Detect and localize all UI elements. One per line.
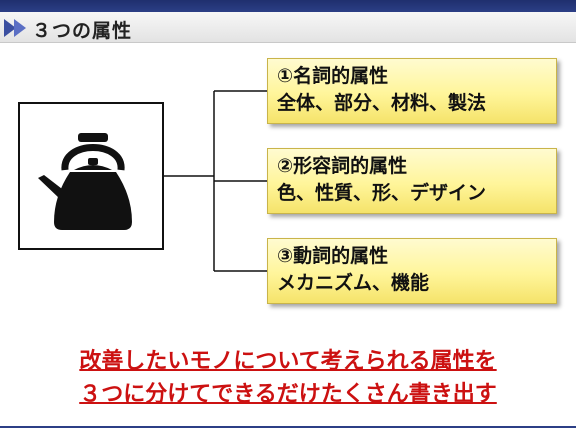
attribute-box-noun: ①名詞的属性 全体、部分、材料、製法 — [267, 58, 557, 124]
attribute-examples: 全体、部分、材料、製法 — [277, 92, 487, 114]
title-bar — [0, 12, 576, 43]
conclusion-line-1: 改善したいモノについて考えられる属性を — [79, 349, 497, 374]
attribute-examples: メカニズム、機能 — [277, 272, 430, 294]
kettle-icon — [38, 133, 132, 230]
kettle-image-frame — [18, 102, 164, 250]
attribute-box-verb: ③動詞的属性 メカニズム、機能 — [267, 238, 557, 304]
attribute-heading: ③動詞的属性 — [277, 245, 389, 267]
attribute-examples: 色、性質、形、デザイン — [277, 182, 487, 204]
slide-title: ３つの属性 — [32, 20, 133, 42]
footer-rule — [0, 426, 576, 428]
double-chevron-icon — [4, 19, 26, 37]
conclusion-line-2: ３つに分けてできるだけたくさん書き出す — [79, 382, 497, 407]
attribute-box-adjective: ②形容詞的属性 色、性質、形、デザイン — [267, 148, 557, 214]
attribute-heading: ①名詞的属性 — [277, 65, 389, 87]
attribute-heading: ②形容詞的属性 — [277, 155, 408, 177]
header-band — [0, 0, 576, 12]
